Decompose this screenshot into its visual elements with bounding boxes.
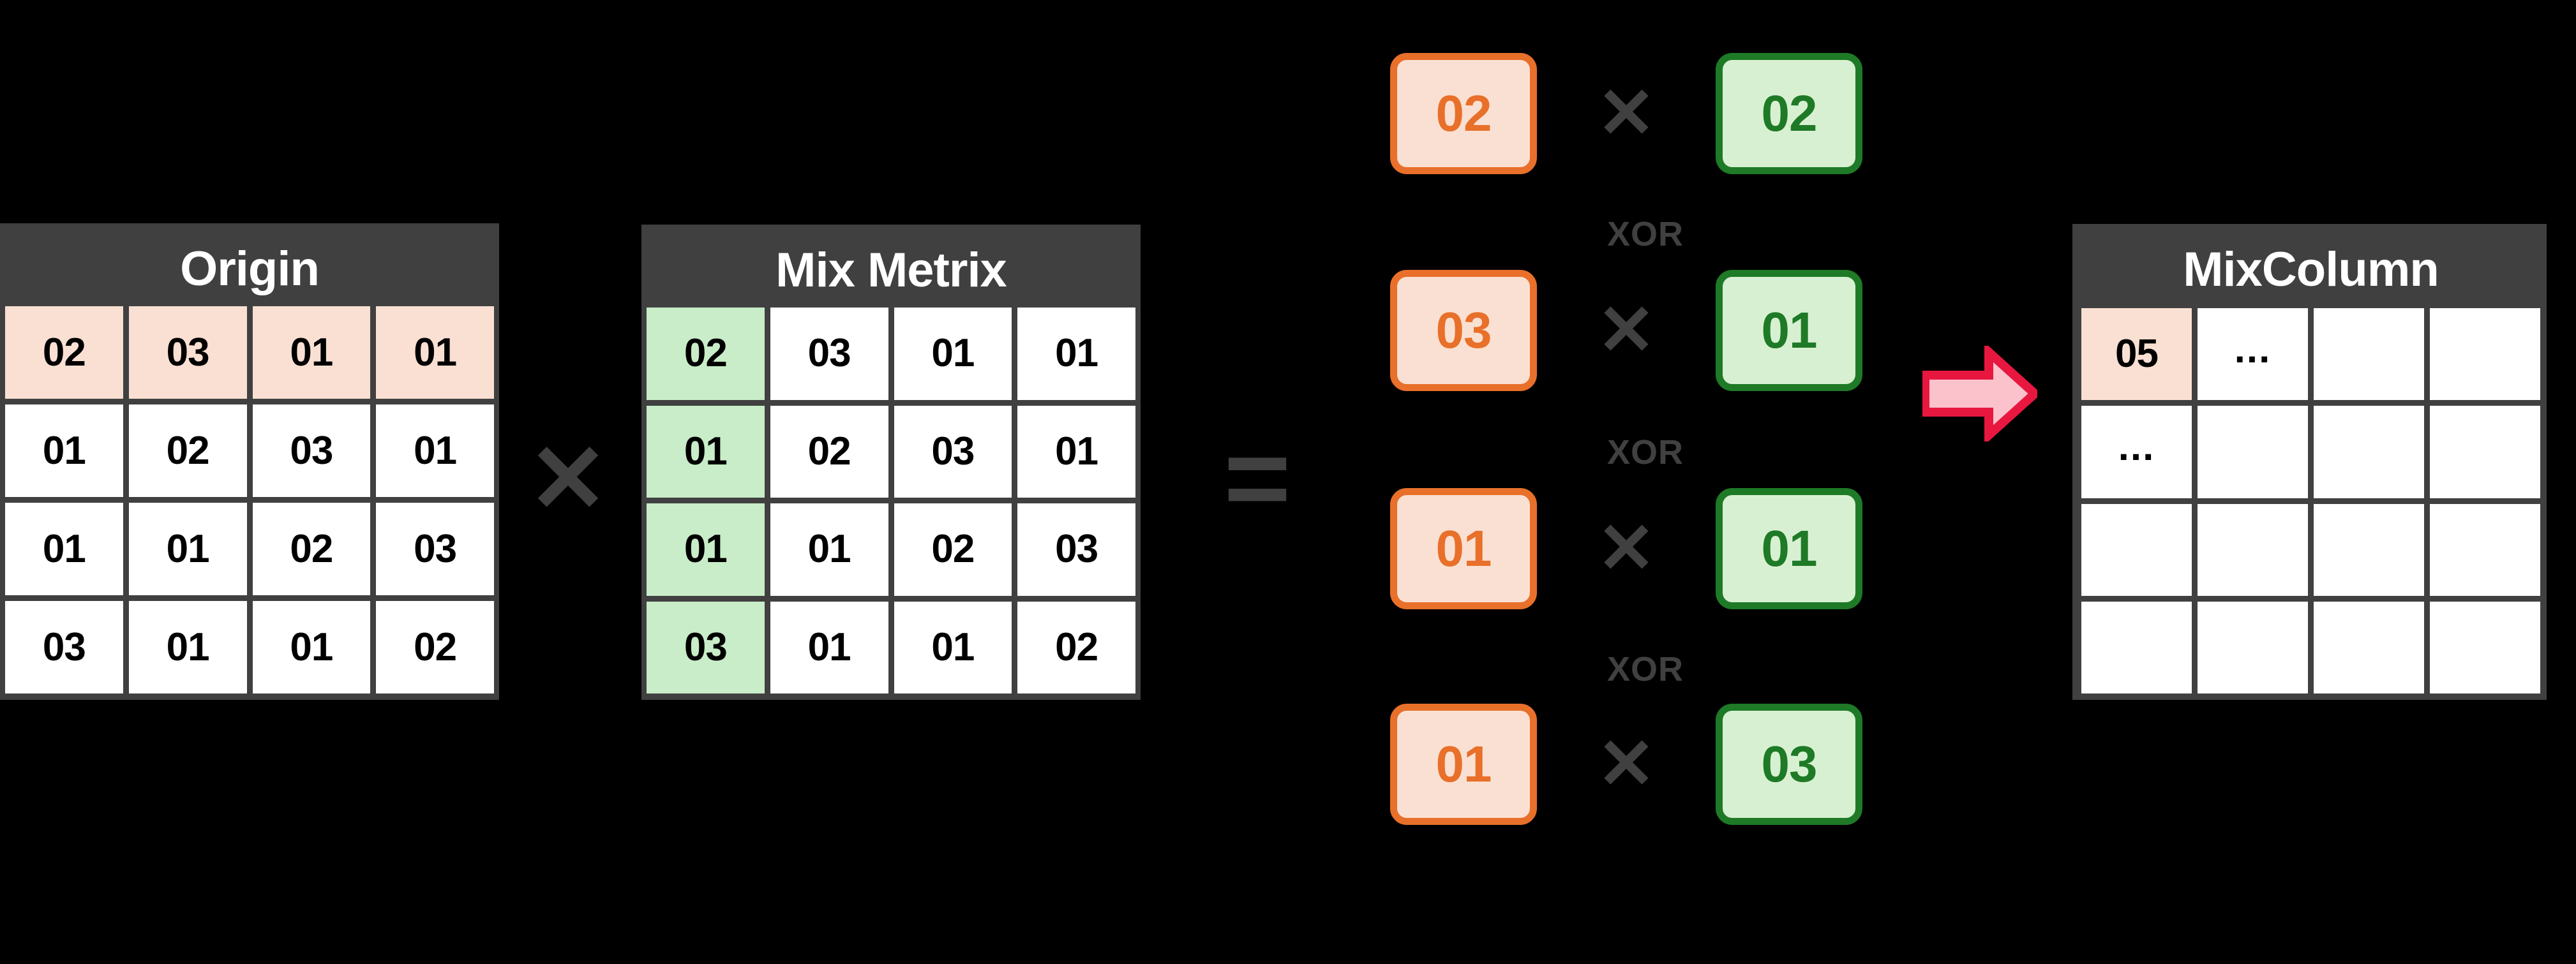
mix-cell-1-3: 01 xyxy=(1017,405,1135,498)
origin-cell-2-0: 01 xyxy=(5,503,123,595)
term-row: 03 ✕ 01 xyxy=(1390,267,1901,394)
origin-cell-1-3: 01 xyxy=(376,404,494,497)
mixcolumn-cell-3-0 xyxy=(2081,601,2192,693)
origin-cell-0-3: 01 xyxy=(376,306,494,399)
term-multiply-icon-2: ✕ xyxy=(1596,509,1656,588)
term-row: 01 ✕ 03 xyxy=(1390,701,1901,828)
mix-cell-2-3: 03 xyxy=(1017,503,1135,596)
mixcolumn-cell-2-2 xyxy=(2314,503,2424,596)
origin-cell-2-3: 03 xyxy=(376,503,494,595)
xor-label: XOR xyxy=(1606,433,1684,471)
mixcolumn-cell-3-1 xyxy=(2198,601,2308,693)
term-multiply-icon-1: ✕ xyxy=(1596,291,1656,369)
mixcolumn-title: MixColumn xyxy=(2183,242,2439,297)
mixcolumn-cell-2-1 xyxy=(2198,503,2308,596)
mix-cell-3-3: 02 xyxy=(1017,601,1135,693)
origin-cell-0-1: 03 xyxy=(128,306,247,399)
mixcolumn-cell-1-1 xyxy=(2198,406,2308,498)
mix-cell-3-1: 01 xyxy=(770,601,888,693)
mix-cell-1-2: 03 xyxy=(894,405,1012,498)
multiply-operator-icon: ✕ xyxy=(528,425,608,532)
xor-label: XOR xyxy=(1606,215,1684,253)
term-multiply-icon-0: ✕ xyxy=(1596,74,1656,152)
origin-term-chip-1: 03 xyxy=(1390,270,1537,391)
origin-cell-3-2: 01 xyxy=(252,601,371,693)
origin-cell-3-3: 02 xyxy=(376,601,494,693)
origin-cell-1-2: 03 xyxy=(252,404,371,497)
origin-cell-3-0: 03 xyxy=(5,601,123,693)
mix-cell-1-1: 02 xyxy=(770,405,888,498)
mix-metrix-grid: 02 03 01 01 01 02 03 01 01 01 02 03 03 0… xyxy=(647,308,1135,693)
mix-cell-0-2: 01 xyxy=(894,308,1012,400)
mixcolumn-cell-1-2 xyxy=(2314,406,2424,498)
mix-cell-0-1: 03 xyxy=(770,308,888,400)
mixcolumn-cell-1-3 xyxy=(2430,406,2540,498)
equals-operator-icon: = xyxy=(1224,414,1291,542)
mixcolumn-cell-1-0: ... xyxy=(2081,406,2192,498)
term-row: 02 ✕ 02 xyxy=(1390,50,1901,177)
mixcolumn-cell-2-3 xyxy=(2430,503,2540,596)
mixcolumn-cell-0-3 xyxy=(2430,308,2540,401)
origin-term-chip-0: 02 xyxy=(1390,53,1537,174)
mix-metrix-panel: Mix Metrix 02 03 01 01 01 02 03 01 01 01… xyxy=(641,225,1141,700)
mix-cell-3-2: 01 xyxy=(894,601,1012,693)
mix-term-chip-1: 01 xyxy=(1716,270,1862,391)
origin-cell-2-2: 02 xyxy=(252,503,371,595)
mixcolumn-cell-0-1: ... xyxy=(2198,308,2308,401)
origin-cell-1-1: 02 xyxy=(128,404,247,497)
origin-cell-1-0: 01 xyxy=(5,404,123,497)
origin-grid: 02 03 01 01 01 02 03 01 01 01 02 03 03 0… xyxy=(5,306,494,693)
mixcolumn-cell-2-0 xyxy=(2081,503,2192,596)
mix-cell-2-2: 02 xyxy=(894,503,1012,596)
mixcolumn-cell-0-0: 05 xyxy=(2081,308,2192,401)
mix-term-chip-2: 01 xyxy=(1716,488,1862,609)
origin-term-chip-3: 01 xyxy=(1390,704,1537,825)
origin-cell-0-0: 02 xyxy=(5,306,123,399)
origin-cell-2-1: 01 xyxy=(128,503,247,595)
origin-term-chip-2: 01 xyxy=(1390,488,1537,609)
mix-cell-3-0: 03 xyxy=(647,601,765,693)
mix-cell-2-0: 01 xyxy=(647,503,765,596)
origin-cell-0-2: 01 xyxy=(252,306,371,399)
term-row: 01 ✕ 01 xyxy=(1390,485,1901,612)
origin-title: Origin xyxy=(180,242,320,296)
mix-cell-0-0: 02 xyxy=(647,308,765,400)
mixcolumn-panel: MixColumn 05 ... ... xyxy=(2072,224,2547,700)
mixcolumn-grid: 05 ... ... xyxy=(2081,308,2540,693)
mix-cell-0-3: 01 xyxy=(1017,308,1135,400)
mix-term-chip-3: 03 xyxy=(1716,704,1862,825)
mix-metrix-title: Mix Metrix xyxy=(775,243,1007,297)
right-arrow-icon xyxy=(1921,342,2042,445)
origin-cell-3-1: 01 xyxy=(128,601,247,693)
mixcolumn-cell-0-2 xyxy=(2314,308,2424,401)
mixcolumn-cell-3-2 xyxy=(2314,601,2424,693)
xor-label: XOR xyxy=(1606,650,1684,688)
mix-cell-2-1: 01 xyxy=(770,503,888,596)
mix-term-chip-0: 02 xyxy=(1716,53,1862,174)
mixcolumn-cell-3-3 xyxy=(2430,601,2540,693)
term-multiply-icon-3: ✕ xyxy=(1596,725,1656,803)
mix-cell-1-0: 01 xyxy=(647,405,765,498)
origin-matrix-panel: Origin 02 03 01 01 01 02 03 01 01 01 02 … xyxy=(0,223,499,700)
